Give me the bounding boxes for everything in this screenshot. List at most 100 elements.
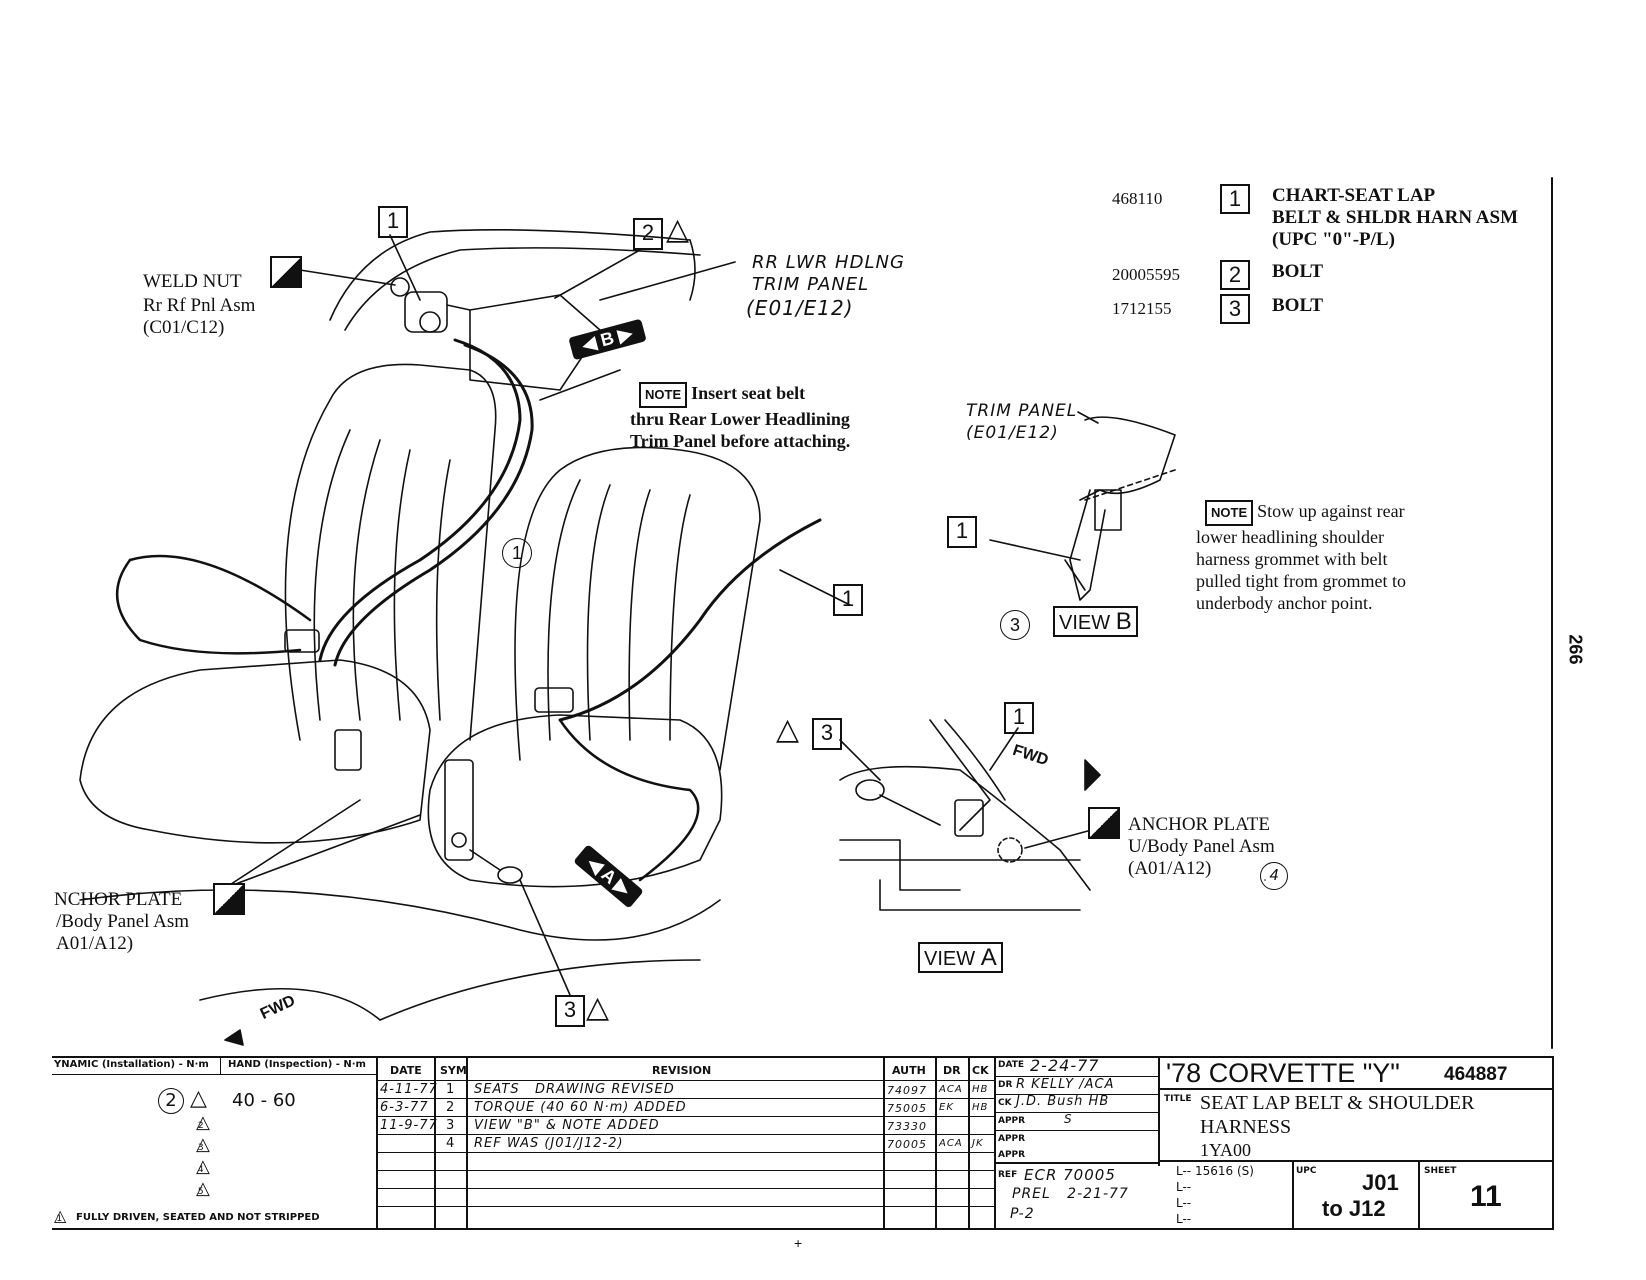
sheet-label: SHEET [1424,1166,1457,1176]
warning-triangle-icon: △ [776,713,800,746]
model-name: '78 CORVETTE "Y" [1166,1058,1400,1088]
note-badge: NOTE [1205,500,1254,526]
part-number: 468110 [1112,189,1163,208]
rev-dr-header: DR [943,1064,961,1077]
rev-sym: 2 [446,1100,455,1115]
anchor-plate-left-label: NCHOR PLATE [54,889,183,910]
anchor-plate-symbol-icon [1088,807,1120,839]
view-b-label: VIEW B [1053,606,1138,638]
anchor-plate-left-code: A01/A12) [56,933,134,954]
torque-ref: 2 [158,1088,184,1114]
torque-footnote: FULLY DRIVEN, SEATED AND NOT STRIPPED [76,1212,320,1223]
appr-label: APPR [998,1116,1026,1126]
rev-dr: ACA [939,1084,963,1095]
callout-box-1: 1 [1004,702,1034,734]
sheet-number: 11 [1470,1180,1502,1213]
ref-label: REF [998,1170,1018,1180]
rev-sym: 3 [446,1118,455,1133]
warning-triangle-icon: △ [666,213,690,246]
anchor-plate-left-sub: /Body Panel Asm [56,911,190,932]
part-description: BELT & SHLDR HARN ASM [1272,207,1519,228]
misc-line: L-- [1176,1196,1192,1210]
ref-line: PREL 2-21-77 [1012,1186,1129,1202]
appr-label: APPR [998,1134,1026,1144]
part-description: (UPC "0"-P/L) [1272,229,1395,250]
trim-panel-label: TRIM PANEL [752,274,870,295]
warning-triangle-icon: △3 [196,1134,210,1155]
bottom-mark: + [794,1235,803,1251]
anchor-plate-right-sub: U/Body Panel Asm [1128,836,1275,857]
rev-date-header: DATE [390,1064,422,1077]
weld-nut-label: WELD NUT [143,271,242,292]
rev-ck-header: CK [972,1064,989,1077]
rev-revision-header: REVISION [652,1064,712,1077]
rev-auth: 70005 [887,1138,927,1151]
part-description: BOLT [1272,261,1324,282]
misc-line: L-- [1176,1180,1192,1194]
date-value: 2-24-77 [1030,1056,1100,1075]
rev-sym-header: SYM [440,1064,467,1077]
torque-dynamic-header: YNAMIC (Installation) - N·m [54,1059,209,1070]
page-number: 266 [1565,634,1586,665]
anchor-plate-right-code: (A01/A12) [1128,858,1212,879]
part-ref-box: 3 [1220,294,1250,324]
rev-dr: EK [939,1102,954,1113]
ref-line: ECR 70005 [1024,1166,1116,1184]
part-ref-box: 1 [1220,184,1250,214]
view-a-label: VIEW A [918,942,1003,974]
torque-hand-header: HAND (Inspection) - N·m [228,1059,366,1070]
callout-box-3: 3 [812,718,842,750]
rev-date: 6-3-77 [380,1100,429,1115]
title-line: 1YA00 [1200,1140,1252,1160]
rev-sym: 1 [446,1082,455,1097]
misc-line: L-- [1176,1212,1192,1226]
rev-text: SEATS DRAWING REVISED [474,1082,675,1097]
trim-panel-view-b-code: (E01/E12) [966,423,1059,443]
title-label: TITLE [1164,1094,1192,1104]
dr-label: DR [998,1080,1013,1090]
upc-label: UPC [1296,1166,1317,1176]
weld-nut-sub-label: Rr Rf Pnl Asm [143,295,256,316]
note-badge: NOTE [639,382,688,408]
rev-dr: ACA [939,1138,963,1149]
drawing-number: 464887 [1444,1064,1508,1085]
callout-box-1: 1 [378,206,408,238]
weld-nut-code-label: (C01/C12) [143,317,225,338]
anchor-plate-right-label: ANCHOR PLATE [1128,814,1270,835]
part-number: 20005595 [1112,265,1180,284]
trim-panel-code-label: (E01/E12) [746,296,854,320]
callout-box-1: 1 [833,584,863,616]
torque-value: 40 - 60 [232,1090,296,1111]
callout-box-1: 1 [947,516,977,548]
date-label: DATE [998,1060,1025,1070]
warning-triangle-icon: △5 [196,1178,210,1199]
circled-ref-1: 1 [502,538,532,568]
warning-triangle-icon: △4 [196,1156,210,1177]
ck-label: CK [998,1098,1012,1108]
rev-sym: 4 [446,1136,455,1151]
rev-date: 4-11-77 [380,1082,438,1097]
weld-nut-symbol-icon [270,256,302,288]
warning-triangle-icon: △ [190,1086,207,1111]
rev-text: REF WAS (J01/J12-2) [474,1136,624,1151]
circled-ref-3: 3 [1000,610,1030,640]
rev-text: TORQUE (40 60 N·m) ADDED [474,1100,687,1115]
ref-line: P-2 [1010,1206,1035,1222]
rr-lwr-hdlng-label: RR LWR HDLNG [752,252,905,273]
part-number: 1712155 [1112,299,1172,318]
rev-date: 11-9-77 [380,1118,438,1133]
rev-auth-header: AUTH [892,1064,926,1077]
footnote-triangle-icon: △1 [54,1206,67,1225]
rev-ck: HB [972,1084,989,1095]
title-line: SEAT LAP BELT & SHOULDER [1200,1092,1475,1114]
upc-line: to J12 [1322,1196,1386,1221]
dr-value: R KELLY /ACA [1016,1077,1115,1092]
warning-triangle-icon: △ [586,991,610,1024]
anchor-plate-symbol-icon [213,883,245,915]
ck-value: J.D. Bush HB [1016,1094,1110,1109]
appr-label: APPR [998,1150,1026,1160]
callout-box-3: 3 [555,995,585,1027]
title-line: HARNESS [1200,1116,1292,1138]
rev-ck: HB [972,1102,989,1113]
